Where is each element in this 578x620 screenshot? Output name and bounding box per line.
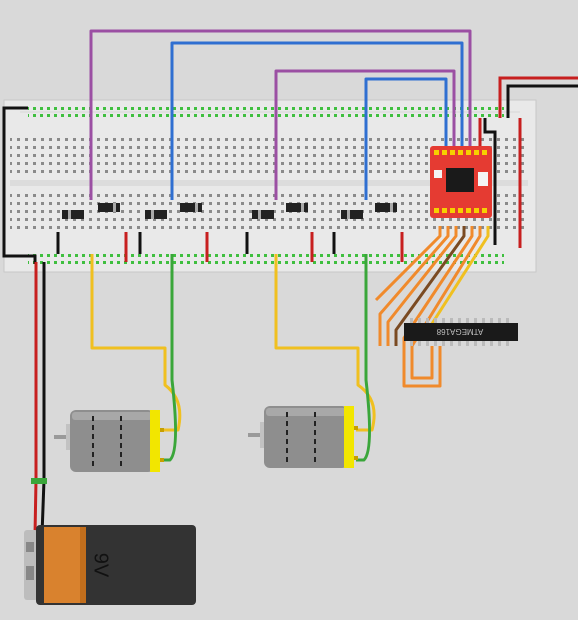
- wire-yellow-motor1: [90, 254, 182, 432]
- wire-red-battery: [33, 262, 38, 536]
- wire-green-motor2: [356, 254, 372, 462]
- motor-driver-board: [430, 146, 492, 218]
- battery-wires: [31, 262, 47, 536]
- control-wires: [89, 29, 472, 200]
- wire-green-motor1: [162, 254, 178, 462]
- wire-blue-2: [364, 77, 448, 200]
- power-input-wires: [478, 76, 578, 248]
- wire-black-left: [2, 106, 37, 264]
- battery-label: 9V: [90, 553, 112, 578]
- driver-to-chip-wires: [374, 226, 490, 388]
- wire-purple-1: [89, 29, 472, 200]
- wire-yellow-motor2: [274, 254, 376, 432]
- chip-label: ATMEGA168: [436, 327, 483, 336]
- wire-black-battery: [40, 262, 46, 536]
- atmega-chip: ATMEGA168: [404, 318, 518, 346]
- top-power-rails: [20, 104, 520, 121]
- battery-9v: 9V: [24, 525, 196, 605]
- wire-black-rail: [483, 118, 497, 245]
- wire-black-top: [506, 84, 578, 118]
- dc-motor-2: [248, 406, 358, 468]
- wire-blue-1: [170, 41, 464, 200]
- motor-wires: [90, 254, 376, 462]
- components-lower-strip: [56, 203, 404, 262]
- dc-motor-1: [54, 410, 164, 472]
- wire-purple-2: [274, 69, 456, 200]
- wire-red-top: [498, 76, 578, 118]
- center-channel: [10, 180, 528, 186]
- bottom-power-rails: [28, 250, 504, 267]
